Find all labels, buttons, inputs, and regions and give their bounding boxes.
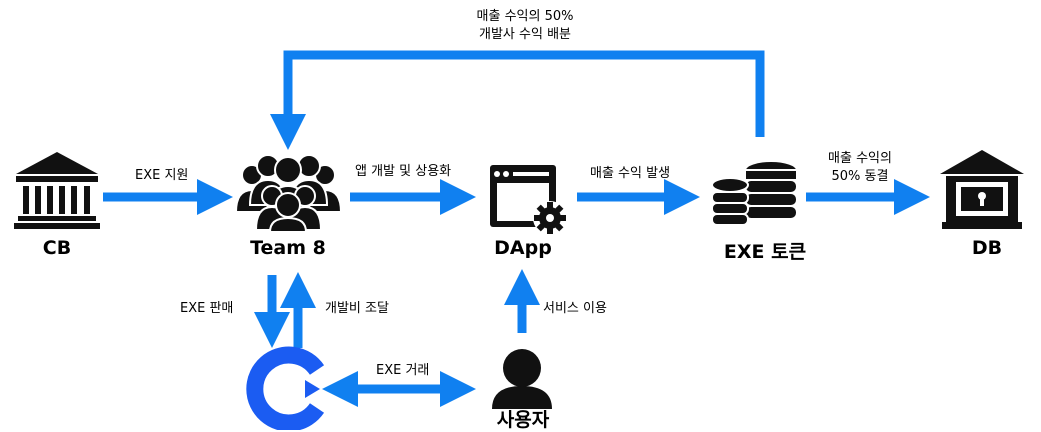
edge-label-exchange-team8: 개발비 조달 <box>325 301 389 316</box>
edge-label-exchange-user: EXE 거래 <box>376 363 430 378</box>
node-label-db: DB <box>971 237 1003 259</box>
vault-bank-icon <box>940 150 1024 229</box>
coin-stack-icon <box>711 160 798 226</box>
arrow-token-to-team8 <box>270 50 765 150</box>
edge-label-token-db-line2: 50% 동결 <box>831 169 889 184</box>
app-window-gear-icon <box>490 165 567 235</box>
exchange-logo-icon <box>246 346 325 430</box>
edge-label-user-dapp: 서비스 이용 <box>543 301 607 316</box>
node-label-user: 사용자 <box>496 409 550 431</box>
edge-label-cb-team8: EXE 지원 <box>135 168 189 183</box>
node-label-dapp: DApp <box>494 237 552 259</box>
arrows <box>103 50 930 407</box>
bank-icon <box>14 152 100 229</box>
edge-label-dapp-token: 매출 수익 발생 <box>590 166 671 181</box>
node-label-exe-token: EXE 토큰 <box>723 241 807 263</box>
node-label-team8: Team 8 <box>250 237 326 259</box>
edge-label-top-line2: 개발사 수익 배분 <box>479 27 571 42</box>
edge-label-top-line1: 매출 수익의 50% <box>476 9 574 24</box>
edge-label-team8-exchange: EXE 판매 <box>180 301 234 316</box>
team-icon <box>234 154 343 233</box>
edge-label-token-db-line1: 매출 수익의 <box>828 151 892 166</box>
edge-label-team8-dapp: 앱 개발 및 상용화 <box>355 164 452 179</box>
node-label-cb: CB <box>42 237 72 259</box>
user-icon <box>492 349 552 409</box>
